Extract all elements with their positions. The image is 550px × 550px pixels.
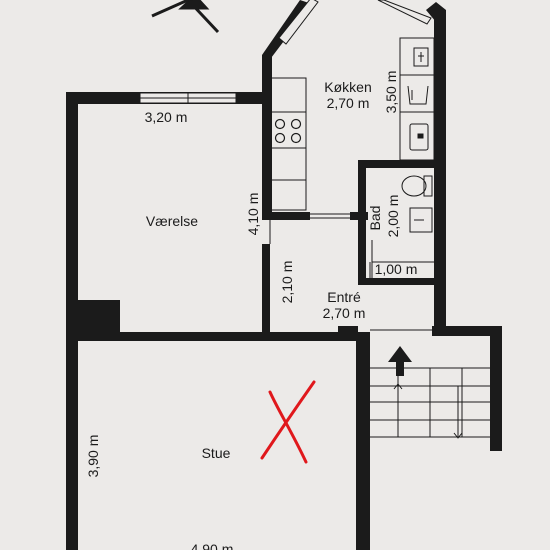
bathroom-depth: 2,00 m: [385, 195, 401, 238]
wall-left-outer: [66, 92, 78, 550]
wall-bath-left: [358, 160, 366, 280]
wall-bath-bottom: [358, 278, 446, 285]
wall-bedroom-right: [262, 55, 272, 220]
shower-icon: [371, 240, 434, 278]
kitchen-depth: 3,50 m: [383, 71, 399, 114]
kitchen-window: [278, 0, 319, 45]
bedroom-width: 3,20 m: [145, 109, 188, 125]
kitchen-window-right: [377, 0, 432, 25]
bathroom-name: Bad: [367, 206, 383, 231]
toilet-icon: [401, 175, 433, 197]
kitchen-width: 2,70 m: [327, 95, 370, 111]
walls: [66, 0, 502, 550]
living-name: Stue: [202, 445, 231, 461]
bathroom-width: 1,00 m: [375, 261, 418, 277]
stairs-arrow-icon: [388, 346, 412, 376]
wall-living-top: [78, 332, 360, 341]
wall-stair-right: [490, 326, 502, 451]
compass-icon: [151, 0, 220, 34]
staircase: [370, 367, 490, 439]
wall-kitchen-bottom-a: [270, 212, 310, 220]
washbasin-icon: [409, 207, 433, 233]
red-x-mark: [260, 380, 316, 464]
faucet-icon: [413, 47, 429, 67]
living-depth: 3,90 m: [85, 435, 101, 478]
bedroom-name: Værelse: [146, 213, 198, 229]
bedroom-window: [139, 92, 237, 104]
wall-right-outer: [434, 10, 446, 330]
door-openings: [269, 213, 432, 339]
dishwasher-icon: [407, 85, 429, 105]
wall-stair-left: [356, 332, 370, 550]
wall-bath-top: [358, 160, 446, 168]
stove-icon: [274, 118, 302, 144]
wall-stair-top: [432, 326, 502, 336]
entrance-width: 2,70 m: [323, 305, 366, 321]
wall-pillar: [78, 300, 120, 338]
wall-entrance-stub: [338, 326, 358, 336]
kitchen-counter-left: [269, 77, 307, 211]
wall-entrance-left: [262, 244, 270, 334]
entrance-depth: 2,10 m: [279, 261, 295, 304]
entrance-name: Entré: [327, 289, 361, 305]
bedroom-depth: 4,10 m: [245, 193, 261, 236]
sink-icon: [409, 123, 429, 151]
kitchen-name: Køkken: [324, 79, 371, 95]
living-width: 4,90 m: [191, 541, 234, 550]
kitchen-counter-right: [399, 37, 435, 161]
